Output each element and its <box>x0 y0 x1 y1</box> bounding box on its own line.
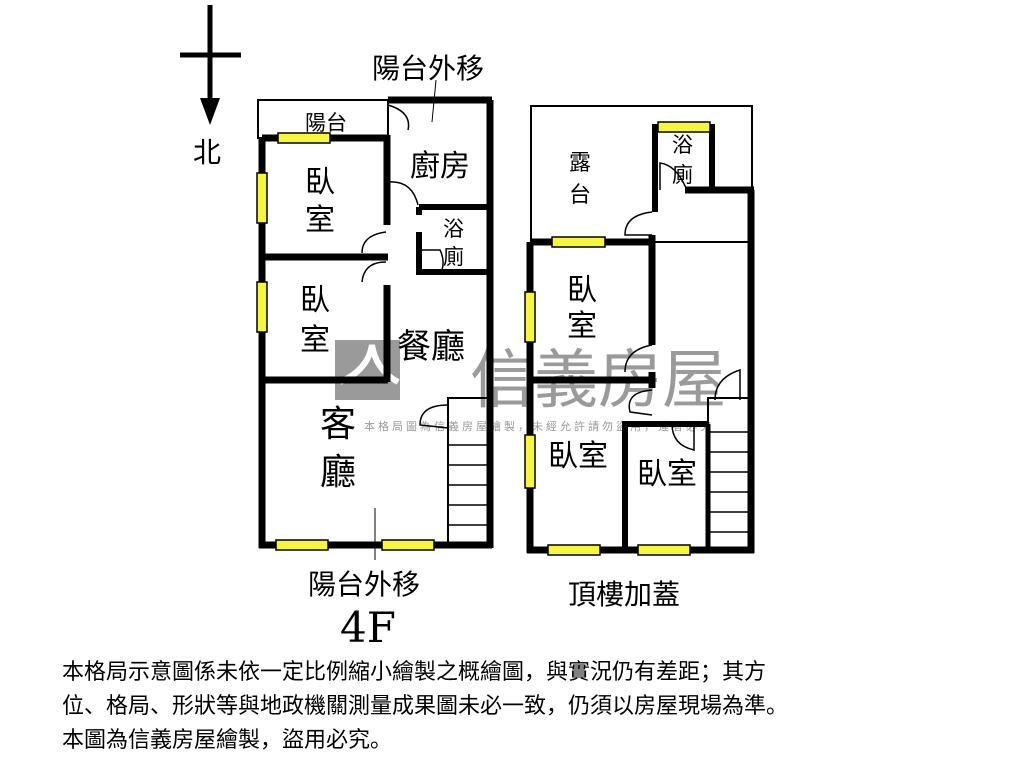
label-living-char2: 廳 <box>320 452 356 493</box>
window <box>547 544 601 556</box>
window <box>551 236 606 248</box>
label-bath-char1: 浴 <box>443 217 464 241</box>
label-roof-bath-char2: 廁 <box>672 163 693 187</box>
disclaimer-line: 本格局示意圖係未依一定比例縮小繪製之概繪圖，與實況仍有差距；其方 <box>62 660 767 685</box>
label-balcony-moved-bottom: 陽台外移 <box>308 568 420 601</box>
label-kitchen: 廚房 <box>410 149 470 184</box>
label-roof-bedroom3: 臥室 <box>637 457 697 492</box>
disclaimer-line: 位、格局、形狀等與地政機關測量成果圖未必一致，仍須以房屋現場為準。 <box>62 694 789 719</box>
label-dining: 餐廳 <box>397 327 465 367</box>
label-roof-bath-char1: 浴 <box>672 133 693 157</box>
label-balcony-moved-top: 陽台外移 <box>372 52 484 85</box>
north-label: 北 <box>193 136 221 169</box>
label-living-char1: 客 <box>320 404 356 445</box>
label-roof-bedroom2: 臥室 <box>548 439 608 474</box>
label-bedroom2-char1: 臥 <box>300 283 330 318</box>
disclaimer-line: 本圖為信義房屋繪製，盜用必究。 <box>62 728 393 753</box>
label-roof-bedroom1-char2: 室 <box>567 309 597 344</box>
window <box>657 121 711 133</box>
window <box>277 132 331 144</box>
window <box>256 281 268 333</box>
disclaimer: 本格局示意圖係未依一定比例縮小繪製之概繪圖，與實況仍有差距；其方 位、格局、形狀… <box>62 656 788 758</box>
window <box>256 172 268 224</box>
label-bedroom2-char2: 室 <box>300 323 330 358</box>
floor-4f-windows <box>256 132 435 551</box>
window <box>524 434 536 489</box>
window <box>381 539 435 551</box>
floor-4f-walls <box>257 79 494 560</box>
label-balcony: 陽台 <box>305 111 347 135</box>
floor-roof-windows <box>524 121 711 556</box>
window <box>524 291 536 343</box>
label-roof-bedroom1-char1: 臥 <box>567 273 597 308</box>
floor-4f-title: 4F <box>340 603 396 652</box>
label-terrace-char2: 台 <box>569 183 591 208</box>
label-bedroom1-char2: 室 <box>305 203 335 238</box>
label-terrace-char1: 露 <box>569 151 591 176</box>
label-bath-char2: 廁 <box>443 245 464 269</box>
window <box>275 539 329 551</box>
window <box>637 544 691 556</box>
floor-roof-title: 頂樓加蓋 <box>568 578 680 611</box>
north-arrow-icon <box>180 5 241 125</box>
label-bedroom1-char1: 臥 <box>305 165 335 200</box>
